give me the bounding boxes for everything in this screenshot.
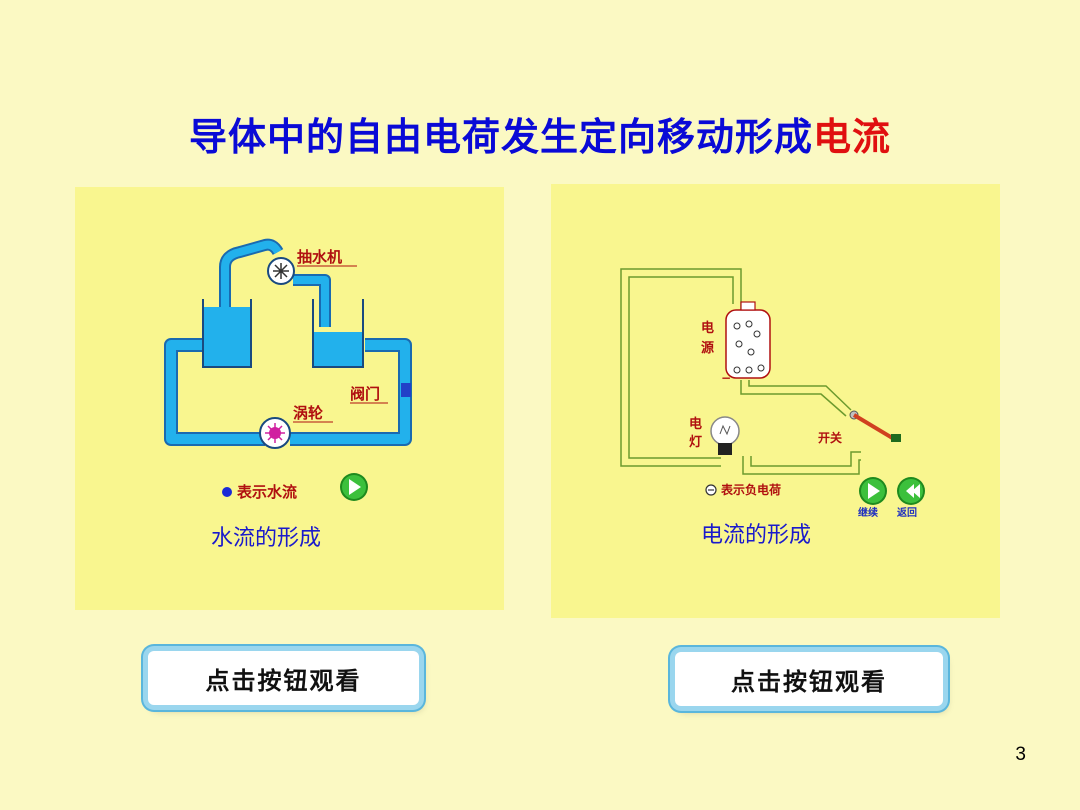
continue-button[interactable] [859, 477, 887, 505]
watch-button-current[interactable]: 点击按钮观看 [675, 652, 943, 706]
water-flow-diagram: 抽水机 阀门 涡轮 表示水流 水流的形成 [164, 238, 412, 551]
switch-label: 开关 [818, 430, 842, 445]
left-water-tank [203, 307, 251, 367]
lamp-label-1: 电 [689, 416, 702, 432]
lamp-icon [710, 416, 740, 455]
lamp-label-2: 灯 [689, 434, 702, 450]
play-icon [868, 483, 880, 499]
battery-icon [725, 301, 771, 379]
current-flow-diagram: 电 源 − 电 灯 开关 表示负电荷 [620, 268, 925, 548]
valve-icon [401, 383, 411, 397]
circuit-caption: 电流的形成 [701, 523, 811, 548]
power-label-2: 源 [701, 340, 714, 356]
title-highlight: 电流 [813, 115, 892, 159]
valve-label: 阀门 [350, 385, 380, 403]
title-main: 导体中的自由电荷发生定向移动形成 [188, 115, 813, 159]
power-minus-label: − [721, 371, 731, 385]
water-caption: 水流的形成 [211, 526, 321, 551]
watch-button-water[interactable]: 点击按钮观看 [148, 651, 419, 705]
power-label-1: 电 [701, 320, 714, 336]
switch-icon [849, 410, 901, 442]
turbine-label: 涡轮 [293, 404, 323, 422]
water-dot-icon [222, 487, 232, 497]
play-icon [349, 479, 361, 495]
charge-legend-label: 表示负电荷 [720, 482, 781, 497]
slide-title: 导体中的自由电荷发生定向移动形成电流 [0, 106, 1080, 161]
water-legend-label: 表示水流 [237, 483, 297, 501]
water-flow-panel: 抽水机 阀门 涡轮 表示水流 水流的形成 [75, 187, 504, 610]
current-flow-panel: 电 源 − 电 灯 开关 表示负电荷 [551, 184, 1000, 618]
circuit-wire [620, 268, 861, 475]
water-play-button[interactable] [340, 473, 368, 501]
right-water-tank [313, 332, 363, 367]
continue-label: 继续 [858, 506, 878, 519]
pump-label: 抽水机 [297, 248, 342, 266]
page-number: 3 [1015, 744, 1026, 765]
back-label: 返回 [897, 506, 917, 519]
rewind-icon [906, 484, 920, 498]
back-button[interactable] [897, 477, 925, 505]
